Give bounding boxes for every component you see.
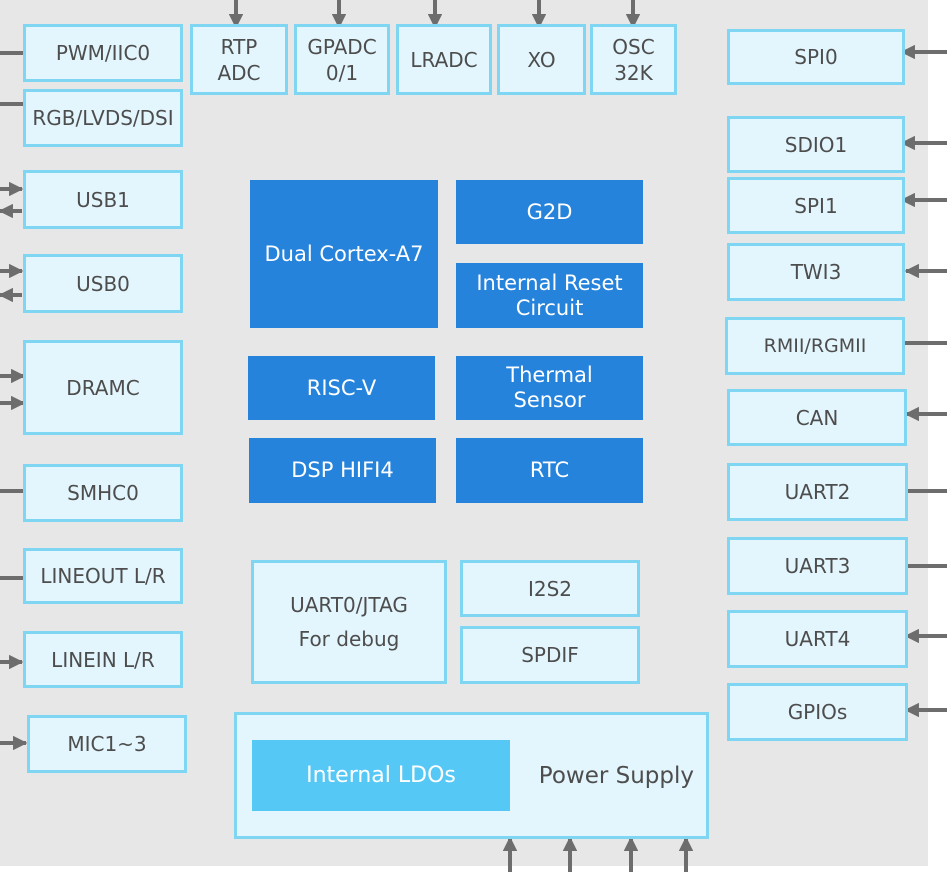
sdio1-block: SDIO1 — [727, 116, 905, 173]
lineout-block: LINEOUT L/R — [23, 548, 183, 604]
thermal-sensor-block: Thermal Sensor — [456, 356, 643, 420]
i2s2-block: I2S2 — [460, 560, 640, 617]
twi3-block: TWI3 — [727, 243, 905, 301]
spdif-block: SPDIF — [460, 626, 640, 684]
rtc-block: RTC — [456, 438, 643, 503]
dsp-hifi4-block: DSP HIFI4 — [249, 438, 436, 503]
lradc-block: LRADC — [396, 24, 492, 95]
uart2-block: UART2 — [727, 463, 908, 521]
rmii-rgmii-block: RMII/RGMII — [725, 317, 905, 375]
internal-ldos-block: Internal LDOs — [252, 740, 510, 811]
uart4-block: UART4 — [727, 610, 908, 668]
xo-block: XO — [497, 24, 586, 95]
uart0-jtag-block: UART0/JTAG For debug — [251, 560, 447, 684]
osc32k-block: OSC 32K — [590, 24, 677, 95]
internal-reset-block: Internal Reset Circuit — [456, 263, 643, 328]
usb1-block: USB1 — [23, 170, 183, 229]
linein-block: LINEIN L/R — [23, 631, 183, 688]
power-supply-label: Power Supply — [538, 762, 694, 789]
g2d-block: G2D — [456, 180, 643, 244]
uart3-block: UART3 — [727, 537, 908, 595]
smhc0-block: SMHC0 — [23, 464, 183, 522]
rtp-adc-block: RTP ADC — [190, 24, 288, 95]
spi0-block: SPI0 — [727, 29, 905, 85]
gpios-block: GPIOs — [727, 683, 908, 741]
debug-label: For debug — [298, 627, 400, 651]
usb0-block: USB0 — [23, 254, 183, 313]
spi1-block: SPI1 — [727, 177, 905, 234]
dramc-block: DRAMC — [23, 340, 183, 435]
gpadc-block: GPADC 0/1 — [294, 24, 390, 95]
cortex-a7-block: Dual Cortex-A7 — [250, 180, 438, 328]
uart0-jtag-label: UART0/JTAG — [290, 593, 408, 617]
risc-v-block: RISC-V — [248, 356, 435, 420]
rgb-lvds-dsi-block: RGB/LVDS/DSI — [23, 89, 183, 147]
mic-block: MIC1~3 — [27, 715, 187, 773]
pwm-iic0-block: PWM/IIC0 — [23, 24, 183, 82]
can-block: CAN — [727, 389, 907, 446]
